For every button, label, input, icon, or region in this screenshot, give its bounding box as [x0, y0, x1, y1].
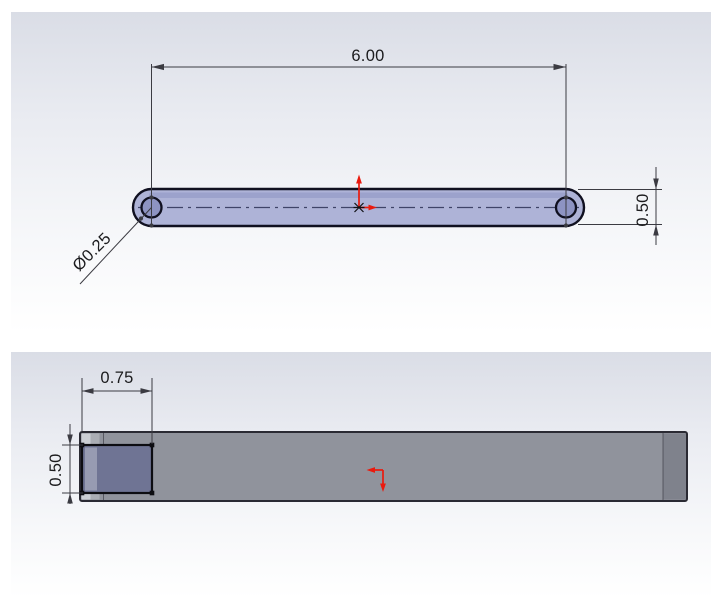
origin-left-arrow-icon [366, 467, 375, 473]
dimension-width-lines [578, 167, 662, 245]
origin-marker-side[interactable] [366, 467, 386, 492]
front-view-drawing [79, 63, 662, 285]
origin-point-icon [353, 202, 365, 213]
part-body-side[interactable] [79, 431, 688, 502]
arrow-left-icon [82, 388, 94, 394]
vertex-handle[interactable] [149, 442, 155, 448]
side-view-viewport[interactable]: 0.75 0.50 [11, 352, 711, 598]
dimension-length-lines [149, 63, 569, 228]
dimension-hole-leader [79, 207, 152, 285]
side-view-drawing [62, 378, 688, 504]
side-shadow-band [663, 433, 686, 500]
dimension-length-value[interactable]: 6.00 [351, 47, 385, 65]
arrow-up-icon [653, 224, 659, 236]
arrow-left-icon [151, 63, 164, 71]
origin-right-arrow-icon [368, 204, 377, 211]
vertex-handle[interactable] [149, 490, 155, 496]
arrow-right-icon [140, 388, 152, 394]
dimension-width-value[interactable]: 0.50 [634, 193, 652, 227]
arrow-up-icon [67, 493, 73, 504]
selected-feature[interactable] [79, 442, 155, 496]
origin-up-arrow-icon [356, 174, 362, 184]
front-view-viewport[interactable]: 6.00 0.50 Ø0.25 [11, 12, 711, 333]
dimension-boss-width-lines [81, 378, 153, 444]
dimension-boss-height-lines [62, 424, 83, 504]
dimension-boss-width-value[interactable]: 0.75 [100, 369, 134, 387]
arrow-down-icon [653, 178, 659, 190]
arrow-down-icon [67, 434, 73, 445]
arrow-right-icon [553, 63, 566, 71]
dimension-boss-height-value[interactable]: 0.50 [47, 453, 65, 487]
origin-down-arrow-icon [380, 483, 386, 492]
origin-marker-front[interactable] [353, 174, 378, 213]
